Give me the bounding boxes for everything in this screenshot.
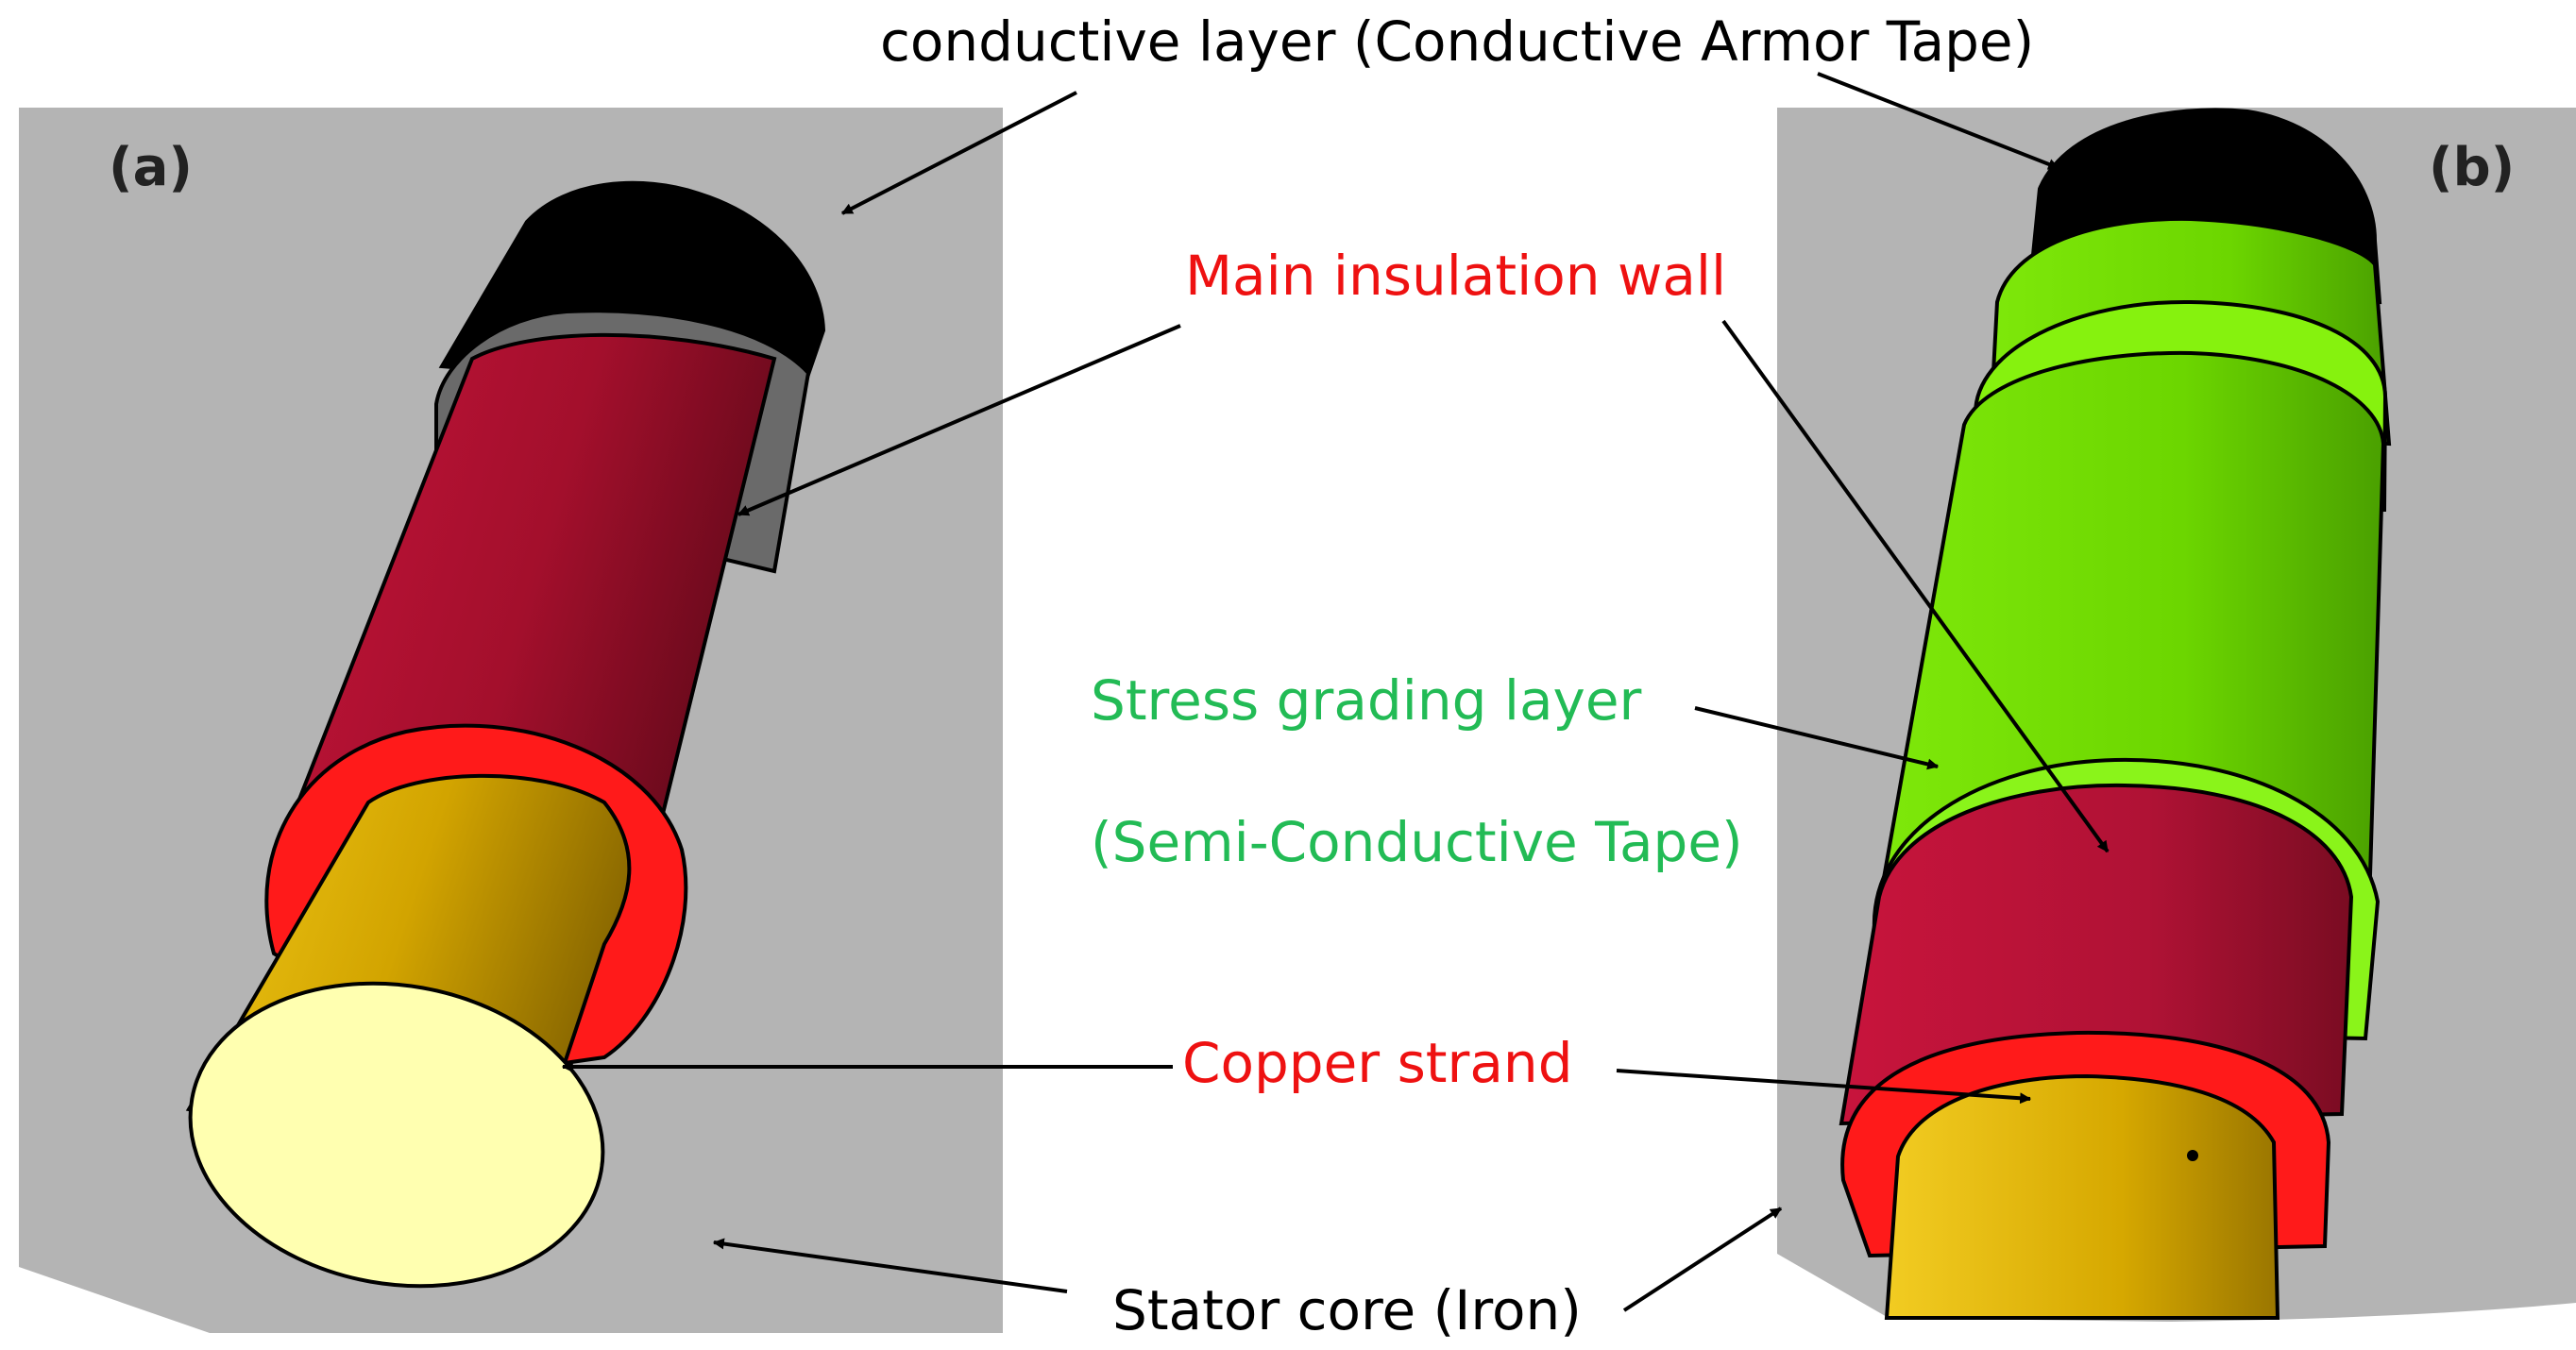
- arrow-conductive-to-b: [1817, 72, 2060, 170]
- arrow-insulation-to-a: [737, 324, 1181, 516]
- label-copper-strand: Copper strand: [1182, 1031, 1573, 1095]
- label-stator-core: Stator core (Iron): [1112, 1278, 1582, 1342]
- label-conductive-layer: conductive layer (Conductive Armor Tape): [880, 9, 2034, 74]
- copper-strand-b: [1884, 1073, 2280, 1320]
- leader-arrows: [561, 72, 2110, 1312]
- copper-defect-dot-b: [2187, 1150, 2198, 1161]
- panel-label-b: (b): [2429, 137, 2515, 198]
- panel-label-a: (a): [109, 137, 193, 198]
- main-insulation-a: [280, 332, 777, 843]
- main-insulation-b: [1839, 783, 2354, 1126]
- label-main-insulation: Main insulation wall: [1185, 244, 1726, 308]
- arrow-insulation-to-b: [1721, 319, 2110, 853]
- copper-strand-face-a: [188, 981, 605, 1289]
- panel-a: (a): [19, 108, 1003, 1333]
- arrow-stator-to-a: [712, 1238, 1068, 1293]
- label-stress-grading: Stress grading layer: [1091, 668, 1641, 733]
- panel-b: (b): [1777, 108, 2576, 1322]
- arrow-stator-to-b: [1622, 1207, 1783, 1312]
- arrow-copper-to-b: [1616, 1069, 2032, 1105]
- label-semi-conductive-tape: (Semi-Conductive Tape): [1091, 810, 1743, 874]
- arrow-conductive-to-a: [840, 91, 1077, 215]
- arrow-stress-grading-to-b: [1694, 706, 1940, 770]
